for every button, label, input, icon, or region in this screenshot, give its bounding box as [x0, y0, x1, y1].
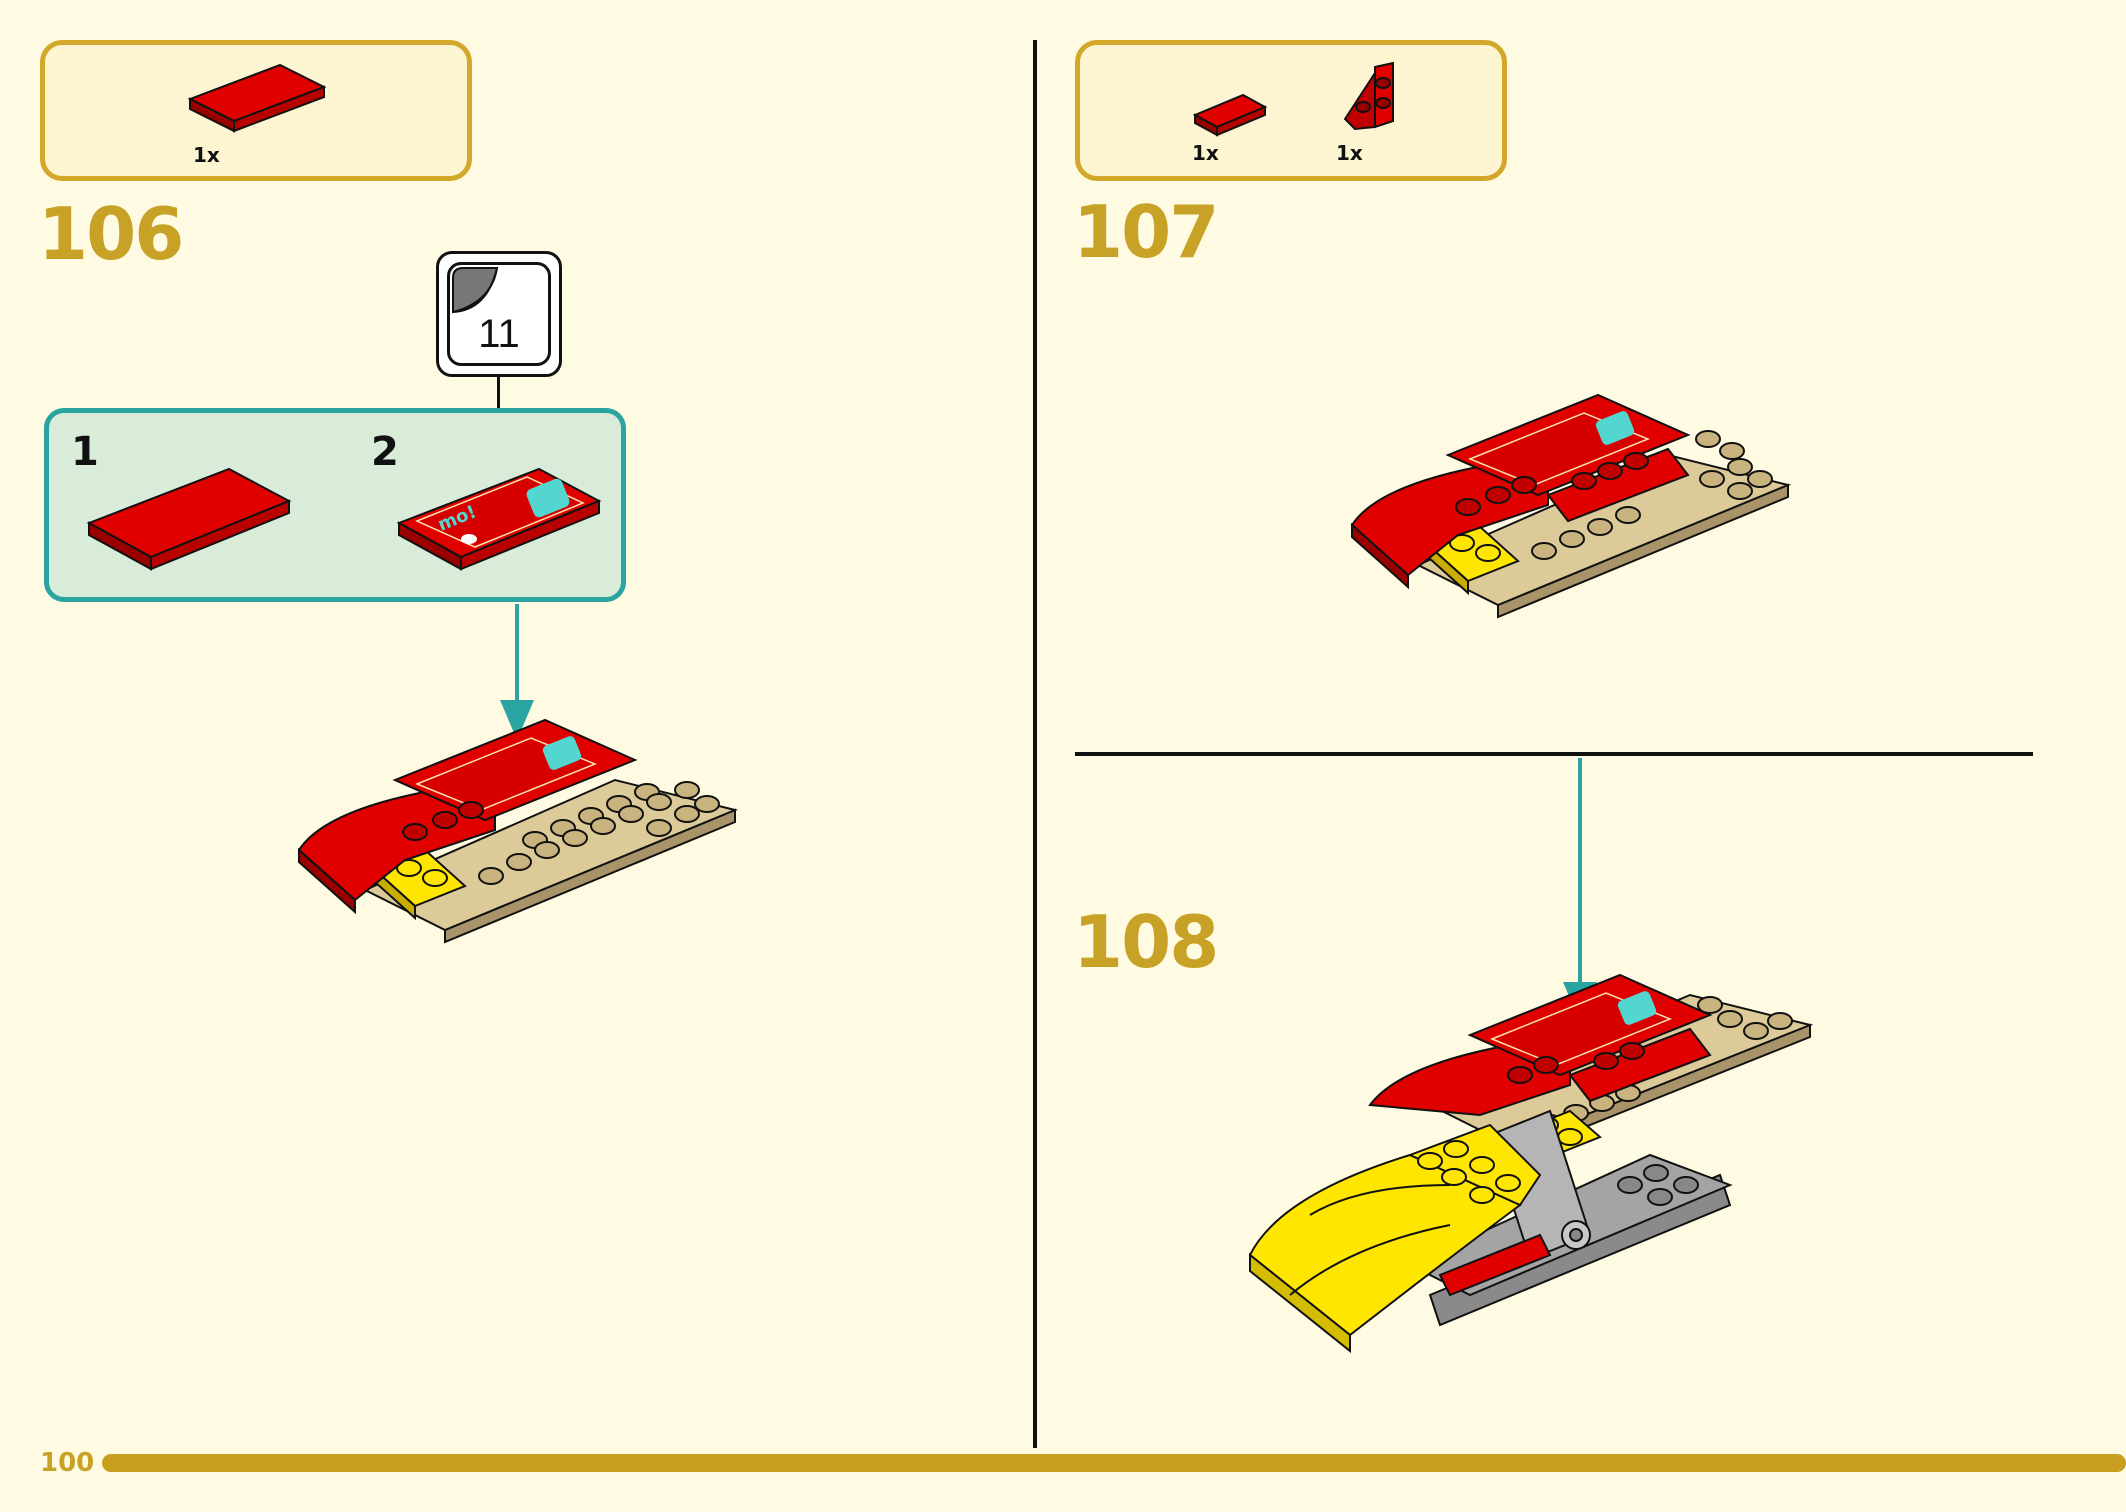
parts-list-box-step-107: 1x 1x — [1075, 40, 1507, 181]
substep-number-1: 1 — [71, 429, 99, 475]
model-step-107 — [1350, 393, 1792, 619]
red-tile-with-sticker-icon: mo! — [396, 467, 602, 571]
red-flat-tile-icon — [86, 467, 292, 571]
sticker-callout: 11 — [436, 251, 562, 377]
footer-bar — [102, 1454, 2126, 1472]
step-number-108: 108 — [1073, 900, 1219, 984]
sticker-number: 11 — [478, 312, 520, 356]
substep-box: 1 2 mo! — [44, 408, 626, 602]
part-quantity: 1x — [1336, 141, 1363, 165]
parts-list-box-step-106: 1x — [40, 40, 472, 181]
model-step-106 — [297, 718, 739, 944]
page-number: 100 — [40, 1448, 95, 1478]
substep-number-2: 2 — [371, 429, 399, 475]
assembly-arrow — [515, 604, 519, 704]
page-divider — [1033, 40, 1037, 1448]
part-quantity: 1x — [193, 143, 220, 167]
red-wedge-plate-icon — [1343, 61, 1394, 131]
step-number-106: 106 — [38, 192, 184, 276]
sticker-sheet-icon — [447, 262, 551, 366]
step-number-107: 107 — [1073, 190, 1219, 274]
assembly-arrow — [1578, 758, 1582, 986]
step-separator — [1075, 752, 2033, 756]
red-small-tile-icon — [1192, 93, 1268, 137]
red-flat-tile-icon — [187, 63, 327, 133]
model-step-108 — [1248, 973, 1814, 1354]
part-quantity: 1x — [1192, 141, 1219, 165]
arrow-head-icon — [500, 700, 534, 740]
